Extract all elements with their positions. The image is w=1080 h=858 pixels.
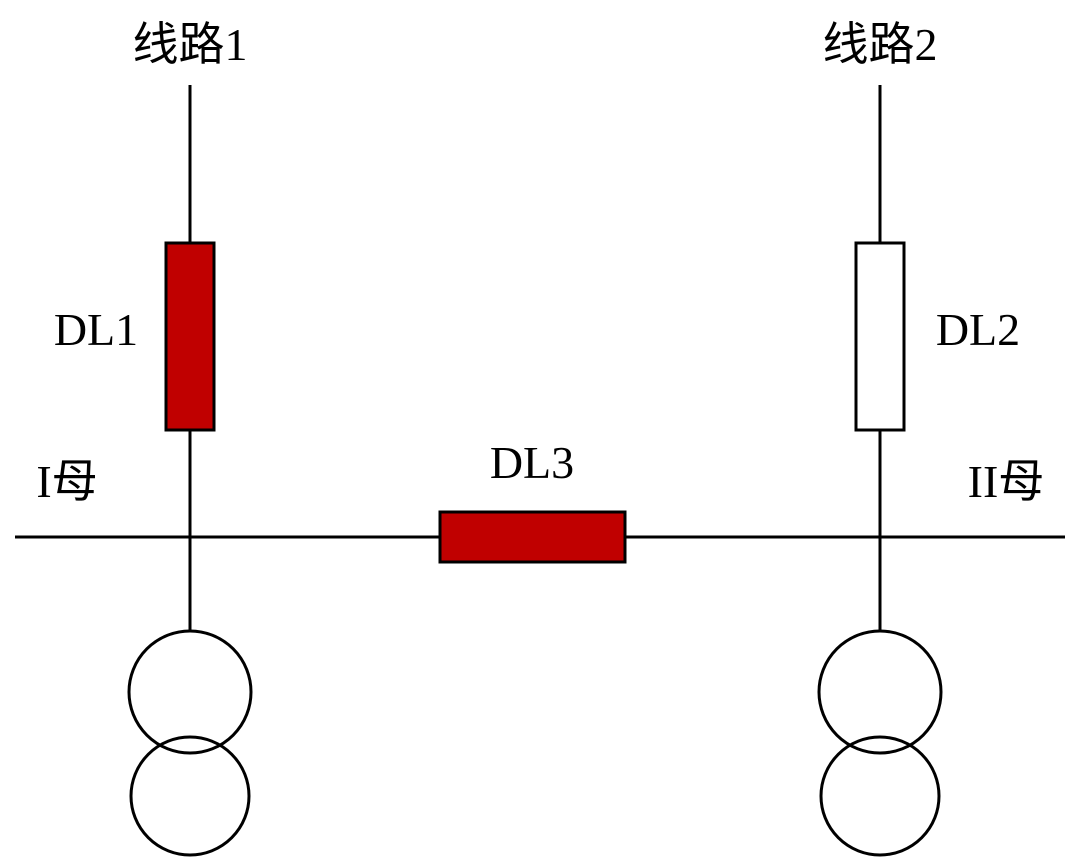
breaker-dl3-label: DL3 <box>490 437 574 488</box>
breaker-dl3 <box>438 510 627 564</box>
line1-label: 线路1 <box>133 19 248 70</box>
line2-label: 线路2 <box>823 19 938 70</box>
transformer2-secondary-winding <box>819 735 941 857</box>
breaker-dl2-label: DL2 <box>936 304 1020 355</box>
breaker-dl2 <box>854 241 906 432</box>
breaker-dl1-label: DL1 <box>54 304 138 355</box>
bus1-label: I母 <box>36 456 97 507</box>
transformer1-secondary-winding <box>129 735 251 857</box>
bus2-label: II母 <box>968 456 1045 507</box>
breaker-dl1 <box>164 241 216 432</box>
transformer2-primary-winding <box>817 629 943 755</box>
transformer1-primary-winding <box>127 629 253 755</box>
